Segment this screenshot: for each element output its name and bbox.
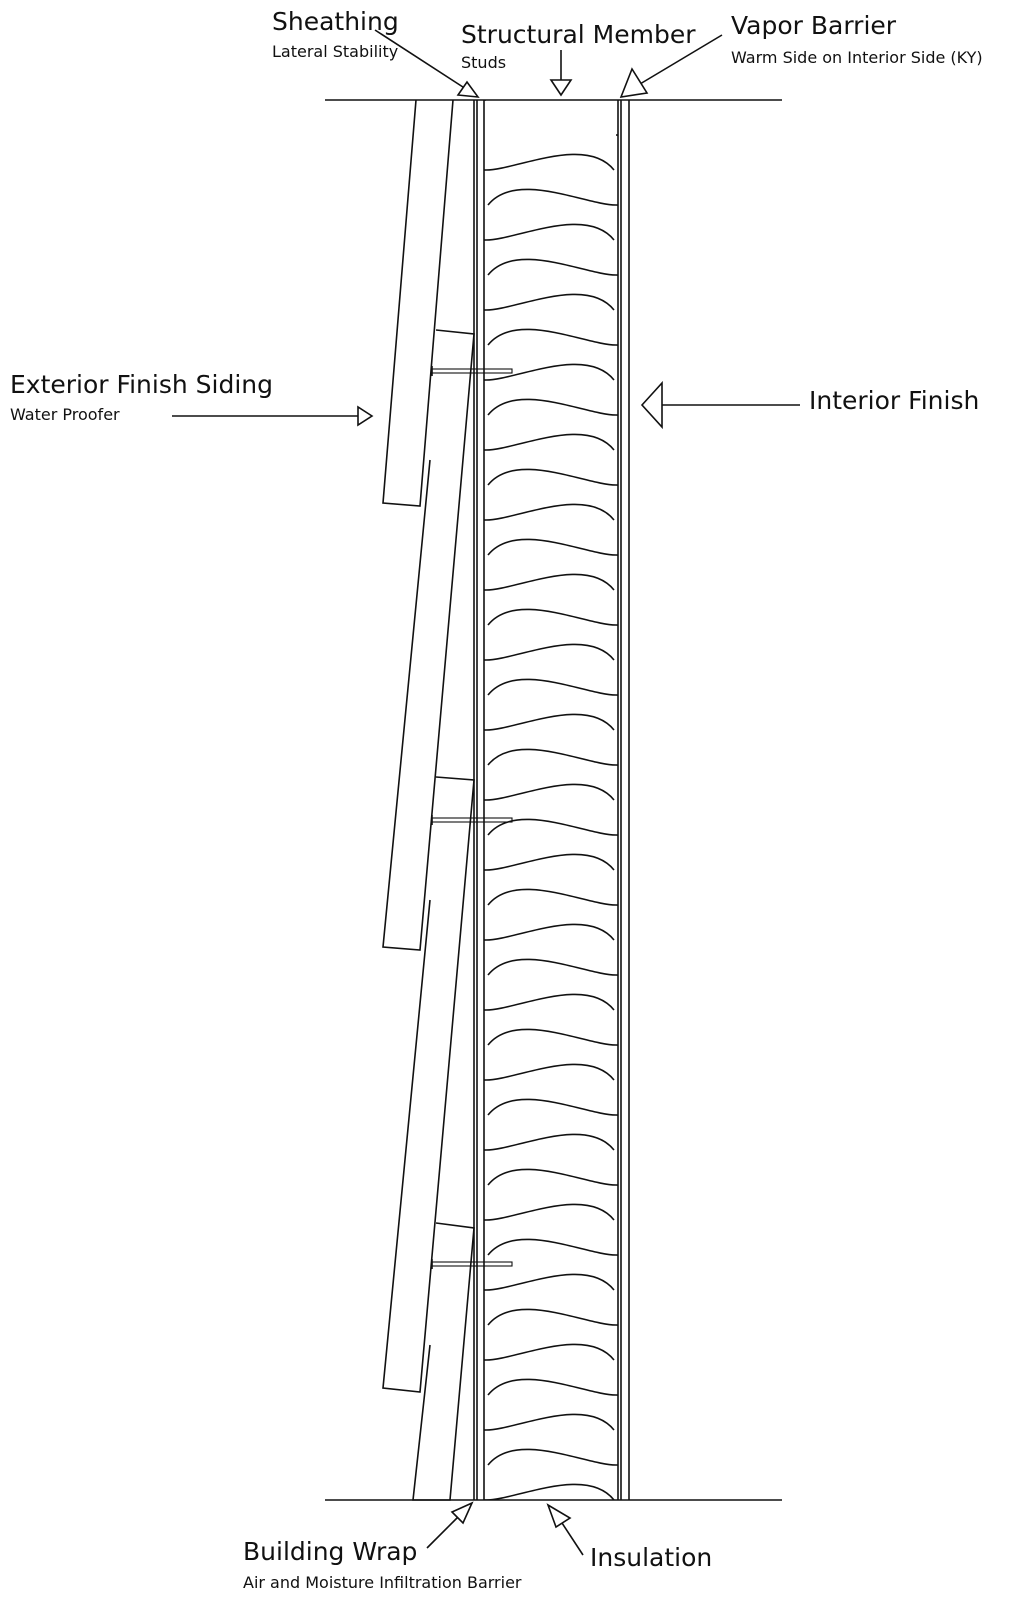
interior-finish-title: Interior Finish	[809, 386, 979, 415]
structural-member-subtitle: Studs	[461, 53, 506, 72]
nail-3	[431, 1259, 513, 1269]
siding-board-4	[412, 1222, 475, 1501]
sheathing-arrow	[374, 29, 480, 98]
building-wrap-title: Building Wrap	[243, 1537, 417, 1566]
building-wrap-arrow	[426, 1501, 474, 1549]
structural-member-title: Structural Member	[461, 20, 696, 49]
vapor-barrier-subtitle: Warm Side on Interior Side (KY)	[731, 48, 983, 67]
sheathing-title: Sheathing	[272, 7, 399, 36]
siding-board-3	[382, 776, 475, 1393]
siding-board-2	[382, 329, 475, 951]
exterior-finish-arrow	[172, 405, 374, 427]
siding-boards	[382, 99, 475, 1501]
insulation-arrow	[546, 1503, 584, 1556]
exterior-finish-title: Exterior Finish Siding	[10, 370, 273, 399]
vapor-barrier-arrow	[619, 34, 723, 99]
nail-2	[431, 815, 513, 825]
structural-member-arrow	[549, 50, 573, 97]
sheathing-layer	[473, 100, 485, 1500]
siding-board-1	[382, 99, 454, 507]
insulation-title: Insulation	[590, 1543, 712, 1572]
exterior-finish-subtitle: Water Proofer	[10, 405, 120, 424]
building-wrap-subtitle: Air and Moisture Infiltration Barrier	[243, 1573, 522, 1592]
nail-1	[431, 366, 513, 376]
interior-layers	[617, 100, 630, 1500]
interior-finish-arrow	[640, 380, 800, 430]
nails	[431, 366, 513, 1269]
sheathing-subtitle: Lateral Stability	[272, 42, 398, 61]
vapor-barrier-title: Vapor Barrier	[731, 11, 897, 40]
